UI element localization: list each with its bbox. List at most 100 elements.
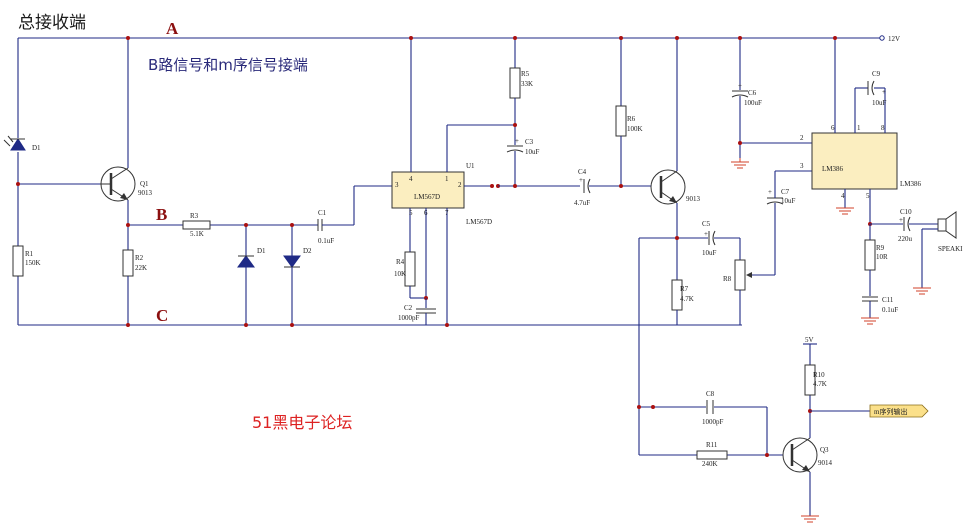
c4-plus: + — [579, 176, 583, 184]
wire-photodiode-branch — [17, 38, 100, 325]
r7-ref: R7 — [680, 285, 689, 293]
r7-value: 4.7K — [680, 295, 694, 303]
r3-value: 5.1K — [190, 230, 204, 238]
junction-dot — [619, 36, 623, 40]
r9-ref: R9 — [876, 244, 885, 252]
q3-value: 9014 — [818, 459, 833, 467]
c6-plus: + — [738, 82, 742, 90]
resistor-r11 — [696, 450, 728, 460]
capacitor-c10 — [870, 216, 938, 232]
junction-dot — [244, 223, 248, 227]
capacitor-c3 — [498, 145, 580, 187]
r5-value: 33K — [521, 80, 533, 88]
speaker-icon — [921, 211, 957, 288]
c7-ref: C7 — [781, 188, 790, 196]
junction-dot — [738, 141, 742, 145]
c6-ref: C6 — [748, 89, 757, 97]
resistor-r1 — [12, 245, 24, 277]
ic-u1-lm567 — [391, 38, 515, 325]
resistor-r2 — [122, 249, 134, 325]
junction-dot — [675, 36, 679, 40]
q2-value: 9013 — [686, 195, 701, 203]
diode-d1-label: D1 — [257, 247, 266, 255]
r2-value: 22K — [135, 264, 147, 272]
diode-d1 — [237, 225, 255, 325]
junction-dot — [637, 405, 641, 409]
capacitor-c9 — [867, 80, 875, 96]
junction-dot — [244, 323, 248, 327]
c8-ref: C8 — [706, 390, 715, 398]
transistor-q1 — [100, 38, 136, 250]
supply-12v-label: 12V — [888, 35, 900, 43]
c1-value: 0.1uF — [318, 237, 334, 245]
u2-pin: 8 — [881, 124, 885, 132]
u1-ref: U1 — [466, 162, 475, 170]
u1-part: LM567D — [466, 218, 492, 226]
u2-pin: 5 — [866, 192, 870, 200]
junction-dot — [765, 453, 769, 457]
transistor-q3 — [782, 395, 818, 516]
c11-ref: C11 — [882, 296, 894, 304]
junction-dot — [675, 236, 679, 240]
r11-value: 240K — [702, 460, 718, 468]
junction-dot — [651, 405, 655, 409]
title-text: 总接收端 — [18, 13, 86, 33]
photodiode-d1 — [3, 135, 26, 151]
resistor-r9 — [864, 224, 876, 296]
wire-lower-feedback — [638, 238, 790, 456]
c10-plus: + — [899, 216, 903, 224]
c9-value: 10uF — [872, 99, 887, 107]
c3-plus: + — [515, 137, 519, 145]
u2-pin: 1 — [857, 124, 861, 132]
speaker-label: SPEAKI — [938, 245, 963, 253]
capacitor-c7 — [766, 170, 812, 275]
c2-ref: C2 — [404, 304, 413, 312]
resistor-r4 — [404, 251, 426, 299]
r4-ref: R4 — [396, 258, 405, 266]
supply-5v-label: 5V — [805, 336, 814, 344]
u2-pin: 6 — [831, 124, 835, 132]
node-label-b: B — [156, 205, 167, 224]
subtitle-text: B路信号和m序信号接端 — [148, 56, 308, 74]
c10-ref: C10 — [900, 208, 912, 216]
u1-pin: 1 — [445, 175, 449, 183]
capacitor-c1 — [317, 185, 392, 231]
junction-dot — [513, 184, 517, 188]
resistor-r7 — [671, 279, 683, 325]
c3-ref: C3 — [525, 138, 534, 146]
c10-value: 220u — [898, 235, 913, 243]
diode-d2 — [283, 225, 301, 325]
wire-rail-a — [18, 35, 885, 41]
junction-dot — [290, 323, 294, 327]
r10-ref: R10 — [813, 371, 825, 379]
r1-value: 150K — [25, 259, 41, 267]
junction-dot — [126, 323, 130, 327]
r9-value: 10R — [876, 253, 888, 261]
r5-ref: R5 — [521, 70, 530, 78]
r3-ref: R3 — [190, 212, 199, 220]
output-port-label: m序列输出 — [874, 407, 907, 416]
c1-ref: C1 — [318, 209, 327, 217]
r1-ref: R1 — [25, 250, 34, 258]
c7-plus: + — [768, 188, 772, 196]
forum-watermark: 51黑电子论坛 — [252, 413, 352, 432]
u1-pin: 5 — [409, 209, 413, 217]
output-port-m-sequence — [810, 404, 929, 418]
c5-value: 10uF — [702, 249, 717, 257]
c3-value: 10uF — [525, 148, 540, 156]
junction-dot — [126, 36, 130, 40]
ground-symbol — [913, 287, 931, 295]
c8-value: 1000pF — [702, 418, 724, 426]
r10-value: 4.7K — [813, 380, 827, 388]
junction-dot — [738, 36, 742, 40]
r6-ref: R6 — [627, 115, 636, 123]
u1-pin: 4 — [409, 175, 413, 183]
ground-symbol — [801, 515, 819, 523]
supply-12v-terminal — [879, 35, 885, 41]
c2-value: 1000pF — [398, 314, 420, 322]
capacitor-c4 — [583, 178, 660, 194]
c4-ref: C4 — [578, 168, 587, 176]
u2-body-label: LM386 — [822, 165, 844, 173]
resistor-r5 — [509, 38, 521, 145]
